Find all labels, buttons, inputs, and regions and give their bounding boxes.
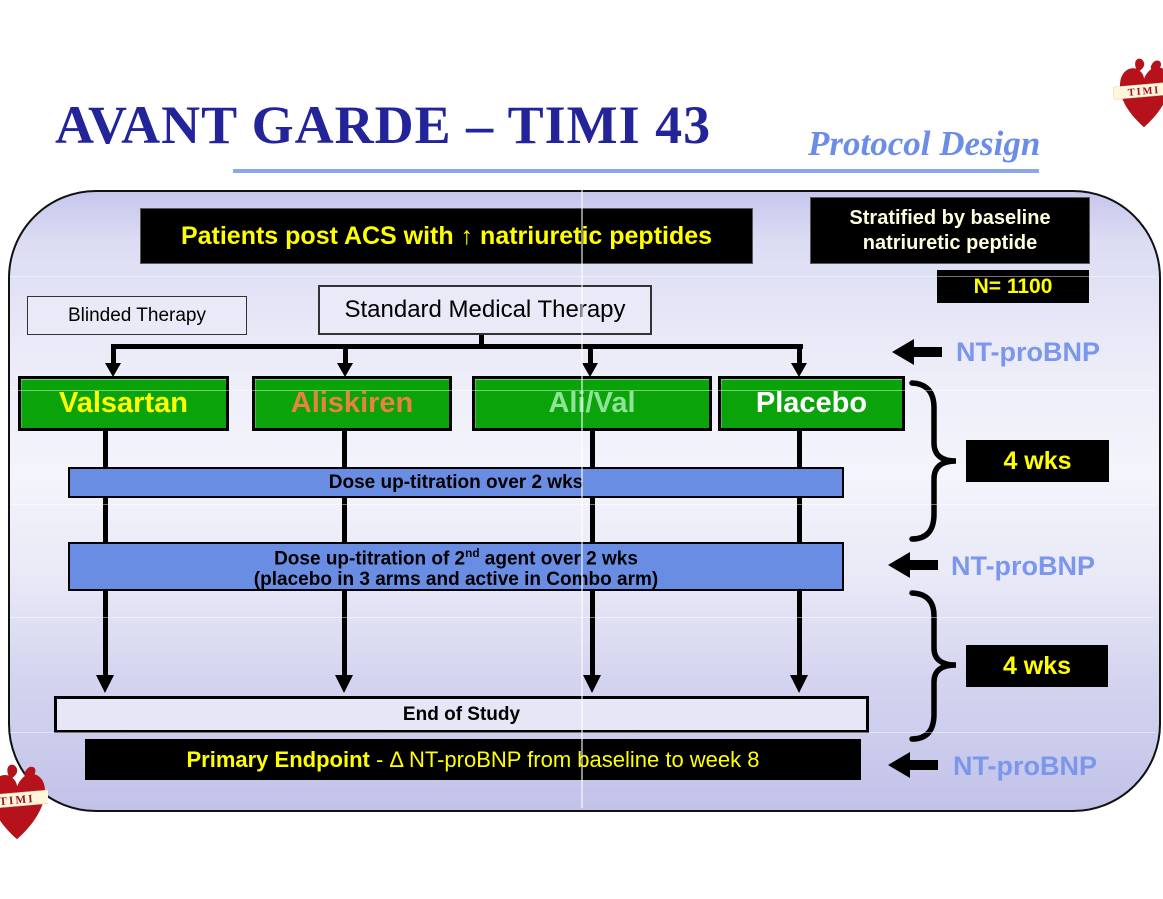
- titration-bar-2-line1: Dose up-titration of 2nd agent over 2 wk…: [274, 546, 638, 570]
- timi-logo-text: TIMI: [0, 793, 35, 808]
- down-arrow-icon: [96, 675, 114, 693]
- down-arrow-icon: [337, 363, 353, 377]
- nt-probnp-label-2: NT-proBNP: [951, 551, 1095, 581]
- arm-box-ali-val: Ali/Val: [472, 376, 712, 431]
- arm-box-placebo: Placebo: [718, 376, 905, 431]
- stratified-box: Stratified by baseline natriuretic pepti…: [810, 197, 1090, 264]
- titration-bar-1: Dose up-titration over 2 wks: [68, 467, 844, 498]
- gradient-band: [10, 504, 1155, 505]
- subtitle: Protocol Design: [808, 124, 1041, 163]
- brace-icon: [909, 380, 957, 542]
- down-arrow-icon: [790, 675, 808, 693]
- blinded-therapy-box: Blinded Therapy: [27, 296, 247, 335]
- four-wks-box-1: 4 wks: [966, 440, 1109, 482]
- title-underline: [233, 169, 1039, 173]
- branch-line: [111, 344, 803, 349]
- down-arrow-icon: [335, 675, 353, 693]
- primary-endpoint-label: Primary Endpoint - Δ NT-proBNP from base…: [186, 746, 760, 772]
- gradient-band: [10, 390, 1155, 391]
- arm-box-valsartan: Valsartan: [18, 376, 229, 431]
- branch-drop: [343, 349, 348, 365]
- branch-drop: [111, 349, 116, 365]
- titration-bar-2-line2: (placebo in 3 arms and active in Combo a…: [253, 569, 659, 591]
- connector-stub: [479, 331, 484, 345]
- nt-probnp-label-3: NT-proBNP: [953, 751, 1097, 781]
- four-wks-box-2: 4 wks: [966, 645, 1108, 687]
- left-arrow-icon: [892, 339, 944, 365]
- standard-medical-therapy-box: Standard Medical Therapy: [318, 285, 652, 335]
- n-count-box: N= 1100: [937, 270, 1089, 303]
- gradient-band: [10, 732, 1155, 733]
- brace-icon: [909, 590, 957, 742]
- branch-drop: [588, 349, 593, 365]
- down-arrow-icon: [105, 363, 121, 377]
- timi-heart-icon: TIMI: [1112, 58, 1163, 128]
- left-arrow-icon: [888, 552, 940, 578]
- gradient-band: [10, 276, 1155, 277]
- gradient-band: [10, 617, 1155, 618]
- branch-drop: [797, 349, 802, 365]
- down-arrow-icon: [582, 363, 598, 377]
- left-arrow-icon: [888, 752, 940, 778]
- titration-bar-2: Dose up-titration of 2nd agent over 2 wk…: [68, 542, 844, 591]
- primary-endpoint-bar: Primary Endpoint - Δ NT-proBNP from base…: [85, 739, 861, 780]
- page-title: AVANT GARDE – TIMI 43: [55, 95, 712, 155]
- nt-probnp-label-1: NT-proBNP: [956, 337, 1100, 367]
- titration-bar-1-label: Dose up-titration over 2 wks: [328, 471, 584, 493]
- patients-box: Patients post ACS with ↑ natriuretic pep…: [140, 208, 753, 264]
- down-arrow-icon: [791, 363, 807, 377]
- arm-box-aliskiren: Aliskiren: [252, 376, 452, 431]
- guide-line: [581, 190, 583, 808]
- timi-heart-icon: TIMI: [0, 764, 48, 840]
- timi-logo-text: TIMI: [1127, 85, 1160, 99]
- down-arrow-icon: [583, 675, 601, 693]
- end-of-study-box: End of Study: [54, 696, 869, 733]
